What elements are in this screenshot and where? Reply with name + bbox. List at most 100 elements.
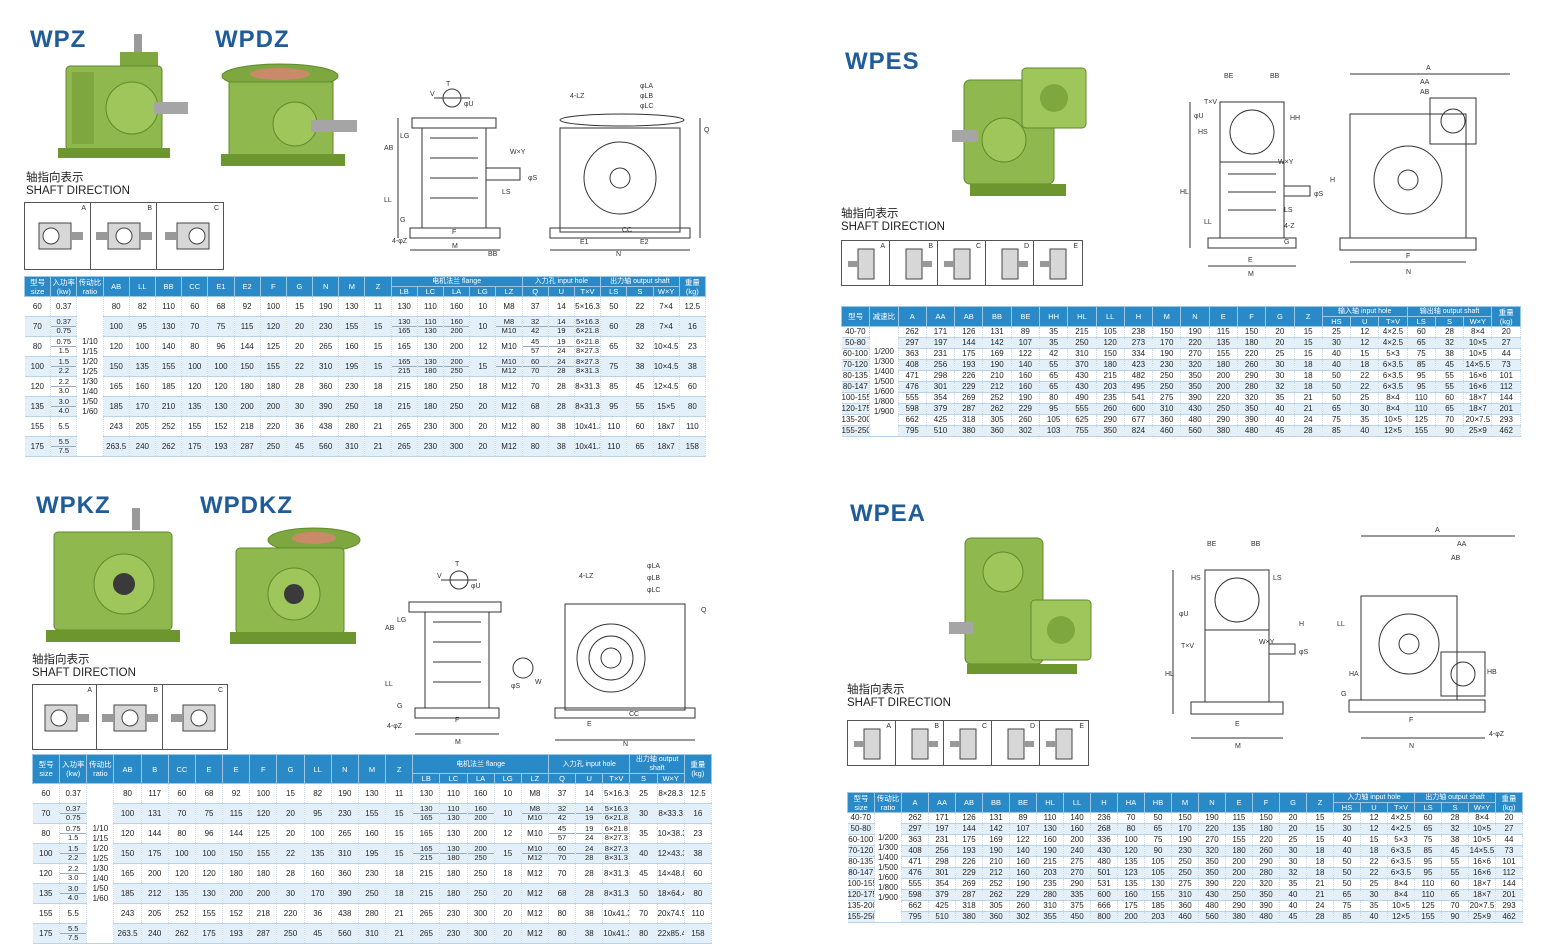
cell-value: 85: [1333, 911, 1361, 923]
dim-label: T: [455, 561, 460, 568]
cell-dim: 28: [276, 863, 305, 884]
cell-value: 180: [1096, 359, 1125, 371]
cell-value: 20: [1279, 812, 1307, 824]
table-column-header: G: [1279, 792, 1307, 813]
cell-value: 95: [1407, 381, 1436, 393]
cell-la: 200: [443, 336, 471, 357]
cell-value: 260: [1237, 359, 1267, 371]
cell-value: 35: [1350, 414, 1380, 426]
cell-ls: 50: [600, 296, 628, 317]
cell-value: 32: [1265, 381, 1295, 393]
cell-s: 50: [629, 883, 658, 904]
cell-dim: 240: [141, 923, 169, 944]
cell-value: 40: [1279, 889, 1307, 901]
cell-value: 22: [1360, 856, 1388, 868]
cell-value: 65: [1039, 381, 1069, 393]
cell-value: 60: [1407, 326, 1436, 338]
cell-dim: 155: [338, 316, 366, 337]
cell-value: 135: [1209, 337, 1238, 349]
cell-value: 290: [1063, 878, 1091, 890]
cell-dim: 144: [141, 823, 169, 844]
cell-ls: 65: [600, 336, 628, 357]
table-column-header: M: [357, 754, 387, 784]
cell-lc: 180: [417, 376, 445, 397]
table-column-header: Z: [1306, 792, 1334, 813]
cell-value: 75: [1333, 900, 1361, 912]
cell-dim: 390: [312, 396, 340, 417]
cell-value: 10×5: [1378, 414, 1408, 426]
cell-value: 4×2.5: [1387, 812, 1415, 824]
cell-dim: 21: [385, 903, 414, 924]
cell-power-part: 2.2: [58, 366, 69, 375]
cell-lc-part: 110: [440, 805, 466, 814]
cell-value: 180: [1237, 337, 1267, 349]
cell-u: 28: [548, 376, 575, 397]
cell-value: 795: [898, 425, 927, 437]
cell-value: 210: [982, 370, 1012, 382]
cell-wy: 22x85.4: [657, 923, 685, 944]
cell-dim: 220: [260, 416, 287, 437]
dim-label: N: [623, 741, 628, 748]
cell-value: 215: [1036, 856, 1064, 868]
cell-tv-part: 8×31.3: [575, 366, 600, 375]
cell-value: 140: [1011, 359, 1040, 371]
cell-lz: M12: [521, 923, 549, 944]
wpz-product-photo: [58, 34, 188, 158]
cell-value: 38: [1435, 348, 1465, 360]
cell-ratio: 1/10 1/15 1/20 1/25 1/30 1/40 1/50 1/60: [86, 783, 115, 944]
dim-label: CC: [622, 227, 632, 234]
cell-value: 229: [955, 867, 983, 879]
cell-value: 471: [898, 370, 927, 382]
table-column-header: BE: [1010, 306, 1040, 327]
cell-value: 336: [1090, 834, 1118, 846]
cell-value: 50: [1322, 381, 1352, 393]
table-column-header: Q: [521, 286, 549, 297]
cell-weight: 23: [684, 823, 713, 844]
cell-u-part: 28: [557, 366, 566, 375]
cell-value: 190: [1009, 878, 1037, 890]
table-column-header: N: [1198, 792, 1226, 813]
cell-value: 379: [926, 403, 956, 415]
cell-value: 125: [1407, 414, 1436, 426]
cell-lg: 12: [494, 823, 522, 844]
table-column-header: E: [1208, 306, 1238, 327]
cell-value: 360: [982, 425, 1012, 437]
cell-value: 260: [1096, 403, 1125, 415]
cell-dim: 230: [331, 803, 359, 824]
dim-label: φU: [1194, 113, 1204, 120]
cell-value: 20: [1491, 326, 1521, 338]
cell-size: 100-155: [847, 878, 875, 890]
cell-dim: 240: [129, 436, 156, 457]
dim-label: 4-φZ: [1489, 731, 1505, 738]
dim-label: E: [587, 721, 592, 728]
cell-u: 38: [575, 923, 604, 944]
cell-value: 510: [926, 425, 956, 437]
cell-value: 215: [1067, 326, 1097, 338]
cell-value: 210: [982, 856, 1010, 868]
cell-dim: 262: [168, 923, 196, 944]
dim-label: LS: [1284, 207, 1293, 214]
cell-value: 15: [1294, 337, 1323, 349]
cell-lb: 165: [412, 823, 441, 844]
cell-lb-part: 215: [397, 366, 411, 375]
cell-value: 231: [928, 834, 956, 846]
cell-value: 350: [1237, 403, 1267, 415]
cell-value: 28: [1435, 326, 1465, 338]
cell-value: 18×7: [1463, 403, 1493, 415]
cell-value: 350: [1096, 425, 1125, 437]
cell-power: 0.37: [59, 783, 88, 804]
dim-label: HH: [1290, 115, 1300, 122]
cell-value: 25: [1322, 326, 1352, 338]
cell-dim: 130: [195, 883, 224, 904]
cell-dim: 36: [286, 416, 314, 437]
cell-value: 144: [1495, 878, 1523, 890]
cell-dim: 200: [260, 396, 287, 417]
cell-value: 460: [1152, 425, 1182, 437]
cell-value: 250: [1152, 370, 1182, 382]
cell-lg: 10: [469, 316, 497, 337]
cell-dim: 155: [358, 803, 387, 824]
